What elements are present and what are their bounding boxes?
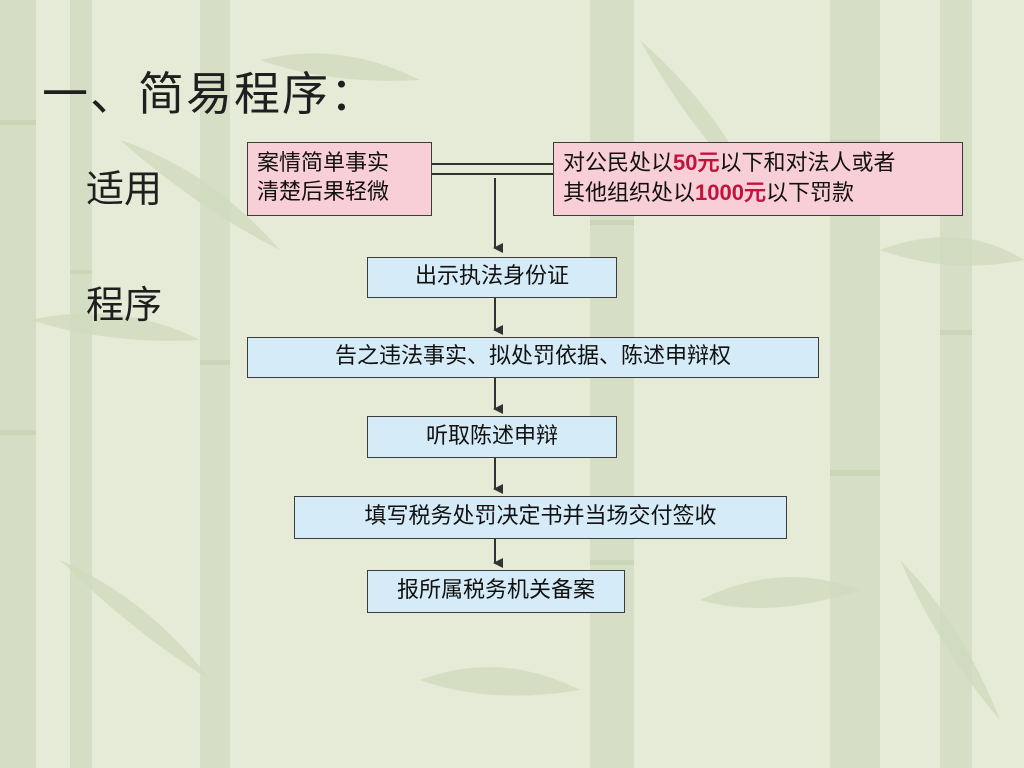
page-title: 一、简易程序： (42, 67, 378, 121)
condition-right-text: 对公民处以 (563, 151, 674, 177)
procedure-label: 程序 (86, 283, 163, 327)
condition-left-line2: 清楚后果轻微 (257, 180, 390, 205)
condition-right-line2: 其他组织处以1000元以下罚款 (563, 179, 896, 209)
condition-right-text: 以下罚款 (765, 181, 854, 206)
step-box-1: 出示执法身份证 (367, 257, 617, 298)
condition-right-text: 以下和对法人或者 (719, 151, 896, 177)
condition-right-line1: 对公民处以50元以下和对法人或者 (563, 149, 896, 179)
penalty-amount-organization: 1000元 (695, 180, 766, 205)
step-box-5: 报所属税务机关备案 (367, 570, 625, 613)
step-box-4: 填写税务处罚决定书并当场交付签收 (294, 496, 787, 539)
condition-box-penalty-limit: 对公民处以50元以下和对法人或者 其他组织处以1000元以下罚款 (553, 142, 963, 216)
step-box-3: 听取陈述申辩 (367, 416, 617, 458)
scope-label: 适用 (86, 167, 163, 211)
condition-left-line1: 案情简单事实 (257, 151, 390, 177)
condition-right-text: 其他组织处以 (563, 181, 696, 206)
condition-box-simple-case: 案情简单事实 清楚后果轻微 (247, 142, 432, 216)
step-box-2: 告之违法事实、拟处罚依据、陈述申辩权 (247, 337, 819, 378)
penalty-amount-individual: 50元 (673, 150, 720, 176)
